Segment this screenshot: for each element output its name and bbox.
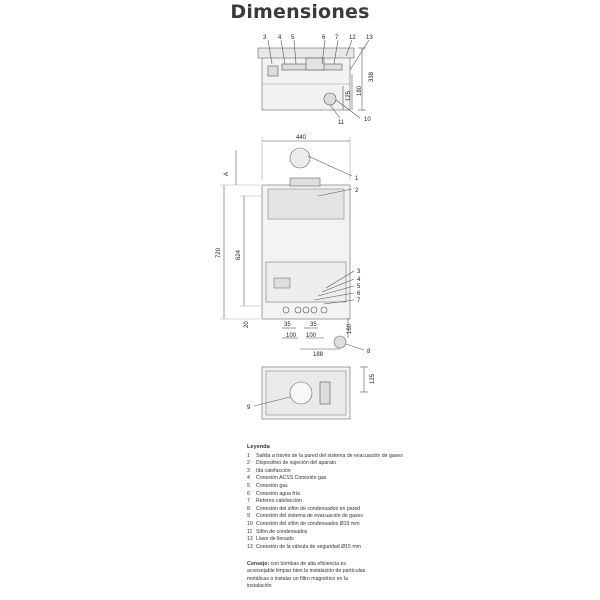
legend-item-text: Llave de llenado bbox=[256, 536, 294, 543]
legend-item-number: 5 bbox=[247, 482, 250, 489]
legend-item-text: Conexión del sistema de evacuación de ga… bbox=[256, 513, 363, 520]
legend-item-text: Dispositivo de sujeción del aparato bbox=[256, 460, 337, 467]
legend-item: 3 Ida calefacción bbox=[247, 468, 567, 476]
legend-item-number: 8 bbox=[247, 505, 250, 512]
legend-item: 5 Conexión gas bbox=[247, 483, 567, 491]
legend-item-text: Salida a través de la pared del sistema … bbox=[256, 452, 403, 459]
legend-item-number: 10 bbox=[247, 520, 253, 527]
legend-item-text: Conexión del sifón de condensados Ø19 mm bbox=[256, 520, 360, 527]
top-label-7: 7 bbox=[335, 35, 339, 41]
top-view bbox=[257, 39, 370, 119]
legend-item: 1 Salida a través de la pared del sistema… bbox=[247, 453, 567, 461]
callout-6: 6 bbox=[357, 291, 361, 297]
legend-item: 2 Dispositivo de sujeción del aparato bbox=[247, 460, 567, 468]
legend-item-number: 6 bbox=[247, 490, 250, 497]
legend-item-text: Conexión de la válvula de seguridad Ø15 … bbox=[256, 543, 361, 550]
dim-a: A bbox=[224, 172, 230, 176]
callout-2: 2 bbox=[355, 188, 359, 194]
tip-label: Consejo: bbox=[247, 561, 270, 567]
dim-35-a: 35 bbox=[284, 322, 291, 328]
top-label-12: 12 bbox=[349, 35, 356, 41]
legend-item: 4 Conexión ACSS Conexión gas bbox=[247, 475, 567, 483]
dim-125-top: 125 bbox=[346, 90, 352, 101]
callout-3: 3 bbox=[357, 269, 361, 275]
callout-7: 7 bbox=[357, 298, 361, 304]
legend-item-number: 2 bbox=[247, 460, 250, 467]
tip: Consejo: con bombas de alta eficiencia e… bbox=[247, 561, 372, 591]
legend-item-number: 11 bbox=[247, 528, 253, 535]
legend-item-text: Conexión agua fría bbox=[256, 490, 300, 497]
top-label-5: 5 bbox=[291, 35, 295, 41]
legend-title: Leyenda bbox=[247, 444, 270, 450]
callout-1: 1 bbox=[355, 176, 359, 182]
dim-35-b: 35 bbox=[310, 322, 317, 328]
legend-item-number: 9 bbox=[247, 513, 250, 520]
legend-item: 9 Conexión del sistema de evacuación de g… bbox=[247, 513, 567, 521]
dim-20: 20 bbox=[244, 321, 250, 328]
legend-item-text: Retorno calefacción bbox=[256, 498, 302, 505]
bottom-view bbox=[253, 366, 368, 420]
legend-item: 7 Retorno calefacción bbox=[247, 498, 567, 506]
legend-list: 1 Salida a través de la pared del sistema… bbox=[247, 453, 567, 552]
dim-624: 624 bbox=[236, 249, 242, 260]
dim-100-a: 100 bbox=[286, 333, 297, 339]
legend-item-number: 4 bbox=[247, 475, 250, 482]
dim-160: 160 bbox=[347, 323, 353, 334]
legend-item-number: 7 bbox=[247, 498, 250, 505]
dim-338: 338 bbox=[369, 71, 375, 82]
page-title: Dimensiones bbox=[230, 1, 370, 23]
tip-text: con bombas de alta eficiencia es aconsej… bbox=[247, 561, 366, 590]
front-view bbox=[220, 137, 365, 351]
legend-item-text: Ida calefacción bbox=[256, 467, 291, 474]
legend-item-number: 13 bbox=[247, 543, 253, 550]
legend-item-text: Conexión del sifón de condensados en par… bbox=[256, 505, 361, 512]
legend: Leyenda 1 Salida a través de la pared del… bbox=[247, 444, 567, 551]
legend-item: 8 Conexión del sifón de condensados en pa… bbox=[247, 506, 567, 514]
dim-188: 188 bbox=[313, 352, 324, 358]
callout-4: 4 bbox=[357, 277, 361, 283]
legend-item-number: 3 bbox=[247, 467, 250, 474]
bottom-label-9: 9 bbox=[247, 405, 251, 411]
top-label-13: 13 bbox=[366, 35, 373, 41]
dim-180: 180 bbox=[357, 85, 363, 96]
legend-item: 6 Conexión agua fría bbox=[247, 491, 567, 499]
technical-drawing: 3 4 5 6 7 12 13 11 10 338 180 125 bbox=[216, 35, 376, 420]
legend-item-number: 12 bbox=[247, 536, 253, 543]
dim-440: 440 bbox=[296, 135, 307, 141]
dim-125-bottom: 125 bbox=[370, 373, 376, 384]
top-label-11: 11 bbox=[338, 120, 345, 126]
legend-item-text: Conexión gas bbox=[256, 482, 288, 489]
top-label-4: 4 bbox=[278, 35, 282, 41]
legend-item-text: Sifón de condensados bbox=[256, 528, 308, 535]
top-label-6: 6 bbox=[322, 35, 326, 41]
dim-720: 720 bbox=[216, 247, 222, 258]
legend-item-number: 1 bbox=[247, 452, 250, 459]
top-label-10: 10 bbox=[364, 117, 371, 123]
callout-5: 5 bbox=[357, 284, 361, 290]
callout-8: 8 bbox=[367, 349, 371, 355]
top-label-3: 3 bbox=[263, 35, 267, 41]
dim-100-b: 100 bbox=[306, 333, 317, 339]
legend-item-text: Conexión ACSS Conexión gas bbox=[256, 475, 327, 482]
